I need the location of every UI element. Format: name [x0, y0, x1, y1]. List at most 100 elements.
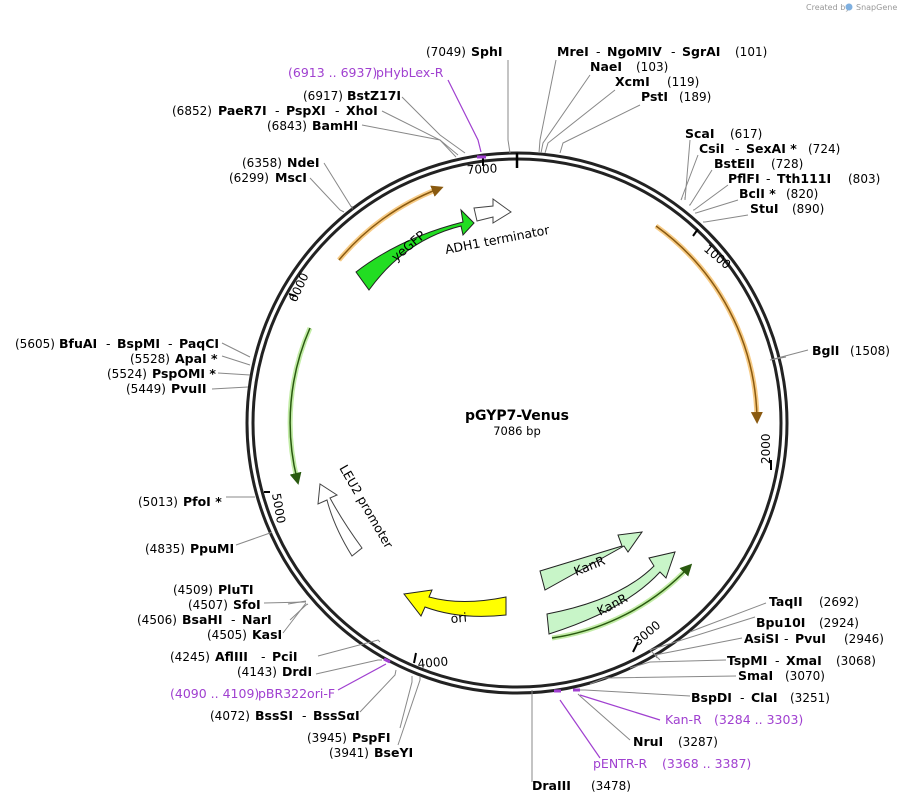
tth111i-name: Tth111I	[777, 171, 831, 186]
tick-1000	[692, 228, 699, 237]
xcmi-pos: (119)	[667, 75, 699, 89]
pbr322-pos: (4090 .. 4109)	[170, 686, 259, 701]
bamhi-pos: (6843)	[267, 119, 307, 133]
bsahi-sep: -	[231, 612, 236, 627]
bcli-pos: (820)	[786, 187, 818, 201]
clai-name: ClaI	[751, 690, 778, 705]
yegfp-label: yeGFP	[388, 227, 428, 264]
bsssi-pos: (4072)	[210, 709, 250, 723]
tick-label-7000: 7000	[466, 161, 497, 177]
sphi-pos: (7049)	[426, 45, 466, 59]
mrei-name: MreI	[557, 44, 589, 59]
msci-name: MscI	[275, 170, 307, 185]
paqci-name: PaqCI	[179, 336, 219, 351]
ppumi-name: PpuMI	[190, 541, 234, 556]
paer7i-name: PaeR7I	[218, 103, 267, 118]
psti-pos: (189)	[679, 90, 711, 104]
tick-label-2000: 2000	[759, 433, 773, 464]
bspdi-sep: -	[740, 690, 745, 705]
plasmid-name: pGYP7-Venus	[465, 408, 569, 424]
tick-3000	[632, 641, 639, 653]
drdi-pos: (4143)	[237, 665, 277, 679]
orf-top-arrow	[338, 185, 444, 261]
pluti-name: PluTI	[218, 582, 254, 597]
bcli-name: BclI *	[739, 186, 776, 201]
draiii-pos: (3478)	[591, 779, 631, 793]
pcii-name: PciI	[272, 649, 298, 664]
credit-text: Created by	[806, 3, 850, 12]
orf-left-arrow	[289, 327, 311, 485]
orf-bottom-arrow	[551, 563, 693, 639]
paer7i-sep2: -	[335, 103, 340, 118]
kanr-feature-1	[539, 531, 644, 591]
bsssai-name: BssSαI	[313, 708, 360, 723]
bstz17i-pos: (6917)	[303, 89, 343, 103]
leu2-feature	[317, 483, 363, 557]
drdi-name: DrdI	[282, 664, 312, 679]
tick-label-5000: 5000	[269, 492, 288, 525]
nrui-name: NruI	[633, 734, 663, 749]
pentr-name: pENTR-R	[593, 756, 648, 771]
bgli-name: BglI	[812, 343, 839, 358]
kanr-primer-name: Kan-R	[665, 712, 702, 727]
pflfi-pos: (803)	[848, 172, 880, 186]
bsahi-name: BsaHI	[182, 612, 223, 627]
pluti-pos: (4509)	[173, 583, 213, 597]
ppumi-pos: (4835)	[145, 542, 185, 556]
naei-pos: (103)	[636, 60, 668, 74]
leader-lines	[211, 59, 809, 782]
pflfi-sep: -	[766, 171, 771, 186]
mrei-pos: (101)	[735, 45, 767, 59]
bfuai-name: BfuAI	[59, 336, 97, 351]
naei-name: NaeI	[590, 59, 622, 74]
phyblex-pos: (6913 .. 6937)	[288, 65, 377, 80]
bpu10i-name: Bpu10I	[756, 615, 805, 630]
yegfp-feature	[355, 208, 475, 291]
tspmi-sep: -	[775, 653, 780, 668]
afliii-sep: -	[261, 649, 266, 664]
bpu10i-pos: (2924)	[819, 616, 859, 630]
pspomi-name: PspOMI *	[152, 366, 216, 381]
xcmi-name: XcmI	[615, 74, 650, 89]
primer-marks	[383, 155, 580, 693]
pentr-pos: (3368 .. 3387)	[662, 756, 751, 771]
ndei-name: NdeI	[287, 155, 320, 170]
sfoi-pos: (4507)	[188, 598, 228, 612]
afliii-name: AflIII	[215, 649, 248, 664]
kanr-feature-2	[546, 551, 676, 635]
pvui-name: PvuI	[795, 631, 826, 646]
ndei-pos: (6358)	[242, 156, 282, 170]
asisi-sep: -	[784, 631, 789, 646]
stui-name: StuI	[750, 201, 779, 216]
bamhi-name: BamHI	[312, 118, 358, 133]
ori-label: ori	[450, 610, 468, 626]
pflfi-name: PflFI	[728, 171, 760, 186]
bspmi-name: BspMI	[117, 336, 160, 351]
tspmi-pos: (3068)	[836, 654, 876, 668]
ori-feature	[403, 589, 507, 617]
sgrai-name: SgrAI	[682, 44, 720, 59]
smai-pos: (3070)	[785, 669, 825, 683]
pfoi-name: PfoI *	[183, 494, 222, 509]
taqii-name: TaqII	[769, 594, 803, 609]
scai-name: ScaI	[685, 126, 715, 141]
draiii-name: DraIII	[532, 778, 571, 793]
tick-marks	[264, 158, 772, 664]
bspdi-name: BspDI	[691, 690, 732, 705]
snapgene-logo-icon	[845, 3, 853, 11]
pfoi-pos: (5013)	[138, 495, 178, 509]
plasmid-size: 7086 bp	[493, 424, 541, 438]
scai-pos: (617)	[730, 127, 762, 141]
csii-pos: (724)	[808, 142, 840, 156]
pbr322-name: pBR322ori-F	[258, 686, 335, 701]
tspmi-name: TspMI	[727, 653, 767, 668]
adh1-feature	[473, 198, 512, 224]
bsssi-name: BssSI	[255, 708, 293, 723]
asisi-name: AsiSI	[744, 631, 779, 646]
csii-sep: -	[735, 141, 740, 156]
pvuii-name: PvuII	[171, 381, 207, 396]
mrei-sep2: -	[671, 44, 676, 59]
pspxi-name: PspXI	[286, 103, 326, 118]
bsteii-name: BstEII	[714, 156, 755, 171]
